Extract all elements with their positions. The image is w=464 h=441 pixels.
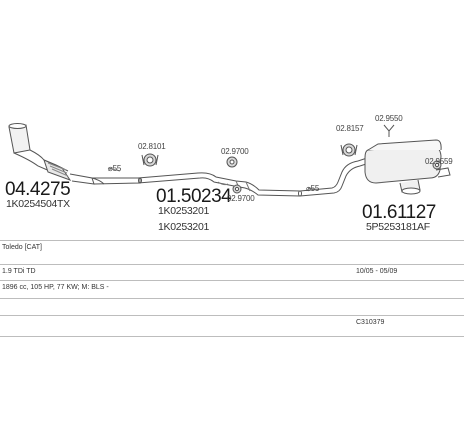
clamp-b-icon [340, 143, 358, 157]
mount-a-icon [226, 156, 238, 168]
catalog-code: C310379 [356, 319, 385, 326]
info-row-model: Toledo [CAT] [0, 240, 464, 265]
diameter-rear: ⌀55 [306, 184, 320, 193]
exhaust-system-drawing [8, 123, 451, 197]
part-number-catalyst: 04.4275 [5, 179, 71, 200]
rear-pipe-and-silencer [299, 139, 451, 197]
hanger-a-icon [383, 124, 395, 137]
part-number-rear: 01.61127 [362, 202, 436, 223]
accessory-mount-a: 02.9700 [221, 147, 249, 156]
catalytic-converter [8, 123, 105, 185]
clamp-a-icon [141, 153, 159, 167]
accessory-hanger-b: 02.9559 [425, 157, 453, 166]
table-bottom-border [0, 336, 464, 337]
vehicle-model: Toledo [CAT] [2, 244, 42, 251]
vehicle-engine: 1.9 TDi TD [2, 268, 36, 275]
accessory-hanger-a: 02.9550 [375, 114, 403, 123]
part-number-middle: 01.50234 [156, 186, 232, 207]
mount-b-icon [232, 184, 242, 194]
exhaust-diagram: 04.4275 1K0254504TX 01.50234 1K0253201 1… [5, 114, 453, 233]
vehicle-spec: 1896 cc, 105 HP, 77 KW; M: BLS - [2, 284, 109, 291]
hanger-b-icon [432, 160, 442, 170]
info-row-code: C310379 [0, 315, 464, 337]
accessory-mount-b: 02.9700 [227, 194, 255, 203]
oem-number-catalyst: 1K0254504TX [6, 198, 70, 210]
vehicle-period: 10/05 - 05/09 [356, 268, 398, 275]
accessory-clamp-b: 02.8157 [336, 124, 364, 133]
info-row-engine: 1.9 TDi TD 10/05 - 05/09 [0, 264, 464, 281]
diameter-front: ⌀55 [108, 164, 122, 173]
accessory-clamp-a: 02.8101 [138, 142, 166, 151]
oem-number-rear: 5P5253181AF [366, 221, 430, 233]
info-row-empty [0, 298, 464, 316]
oem-number-middle-1: 1K0253201 [158, 205, 210, 217]
info-row-spec: 1896 cc, 105 HP, 77 KW; M: BLS - [0, 280, 464, 299]
vehicle-info-table: Toledo [CAT] 1.9 TDi TD 10/05 - 05/09 18… [0, 240, 464, 336]
oem-number-middle-2: 1K0253201 [158, 221, 210, 233]
